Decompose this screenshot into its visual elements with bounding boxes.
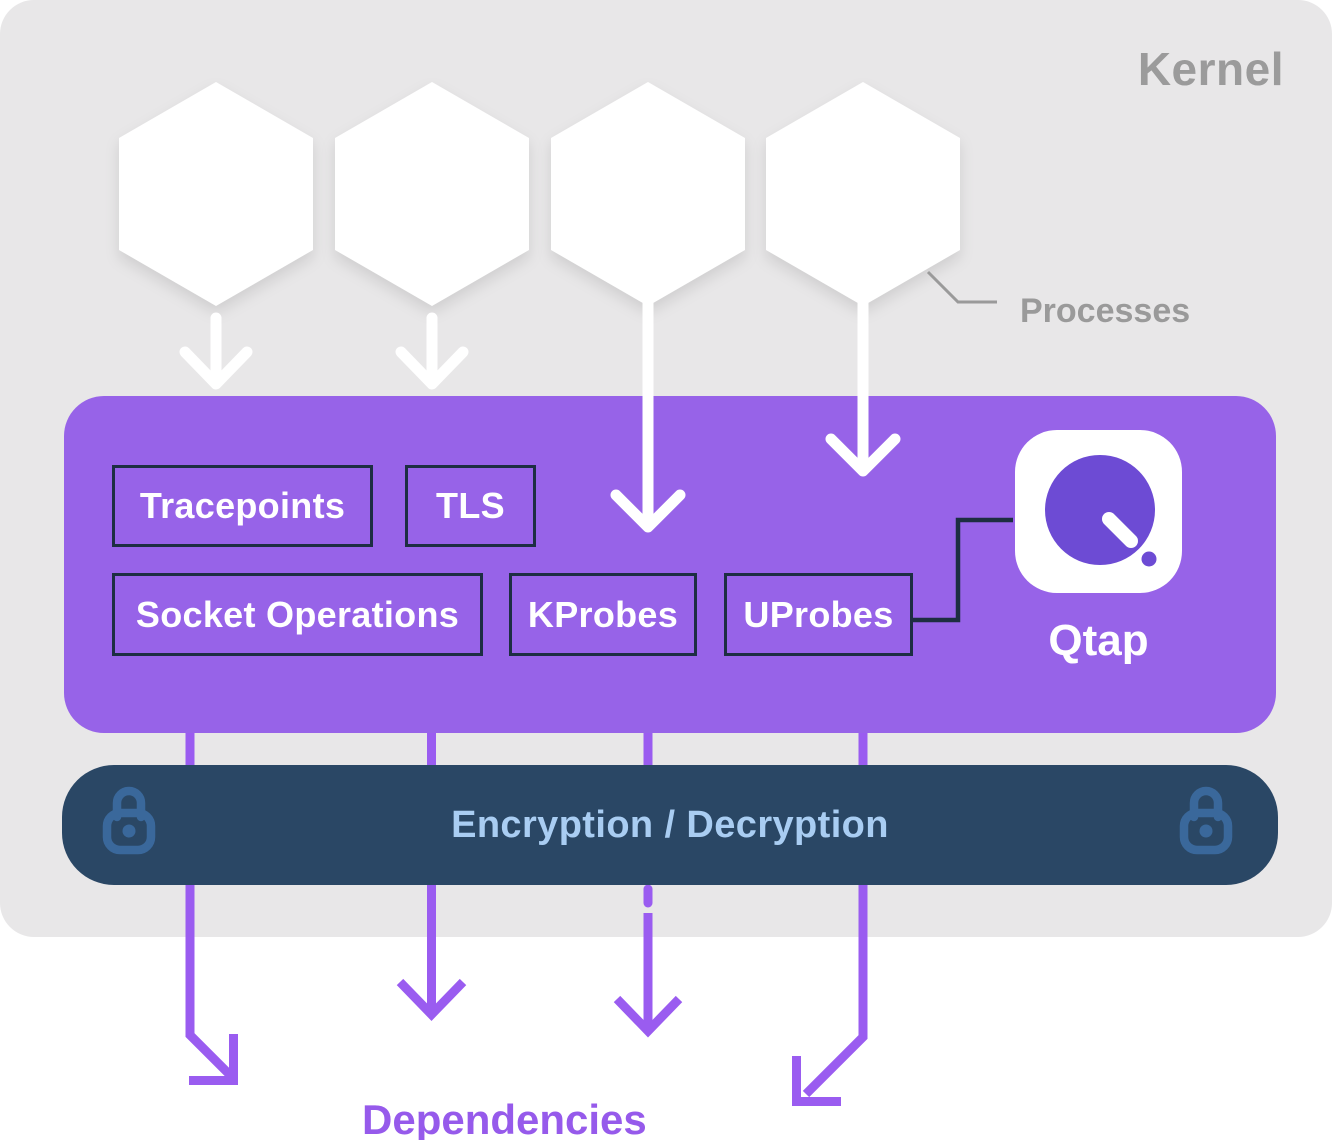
hexagon-shape (335, 82, 529, 306)
processes-pointer-line (926, 270, 997, 304)
encryption-bar: Encryption / Decryption (62, 765, 1278, 885)
qtap-label: Qtap (1048, 616, 1149, 665)
process-arrow-3 (610, 294, 686, 533)
probe-box-uprobes: UProbes (724, 573, 913, 656)
probe-box-kprobes: KProbes (509, 573, 697, 656)
lock-icon-left (102, 786, 156, 855)
hexagon-shape (119, 82, 313, 306)
qtap-connector-line (913, 517, 1013, 623)
process-hexagon-2 (335, 82, 529, 306)
lock-icon-right (1179, 786, 1233, 855)
probe-box-socket-operations: Socket Operations (112, 573, 483, 656)
kernel-label: Kernel (1137, 43, 1284, 95)
qtap-dial-icon (1045, 455, 1157, 567)
process-arrow-2 (395, 312, 469, 390)
encryption-label: Encryption / Decryption (451, 803, 889, 846)
probe-box-tls: TLS (405, 465, 536, 547)
qtap-app-icon (1015, 430, 1182, 593)
probe-box-tracepoints: Tracepoints (112, 465, 373, 547)
process-hexagon-4 (766, 82, 960, 306)
probe-box-label: KProbes (527, 593, 679, 635)
probe-box-label: TLS (436, 485, 505, 526)
processes-label: Processes (1020, 292, 1191, 330)
process-hexagon-3 (551, 82, 745, 306)
dependencies-label: Dependencies (362, 1096, 647, 1140)
probe-box-label: Tracepoints (139, 485, 346, 526)
process-hexagon-1 (119, 82, 313, 306)
process-arrow-4 (825, 294, 901, 477)
process-arrow-1 (179, 312, 253, 390)
probe-box-label: Socket Operations (135, 593, 460, 635)
probe-box-label: UProbes (743, 593, 894, 635)
